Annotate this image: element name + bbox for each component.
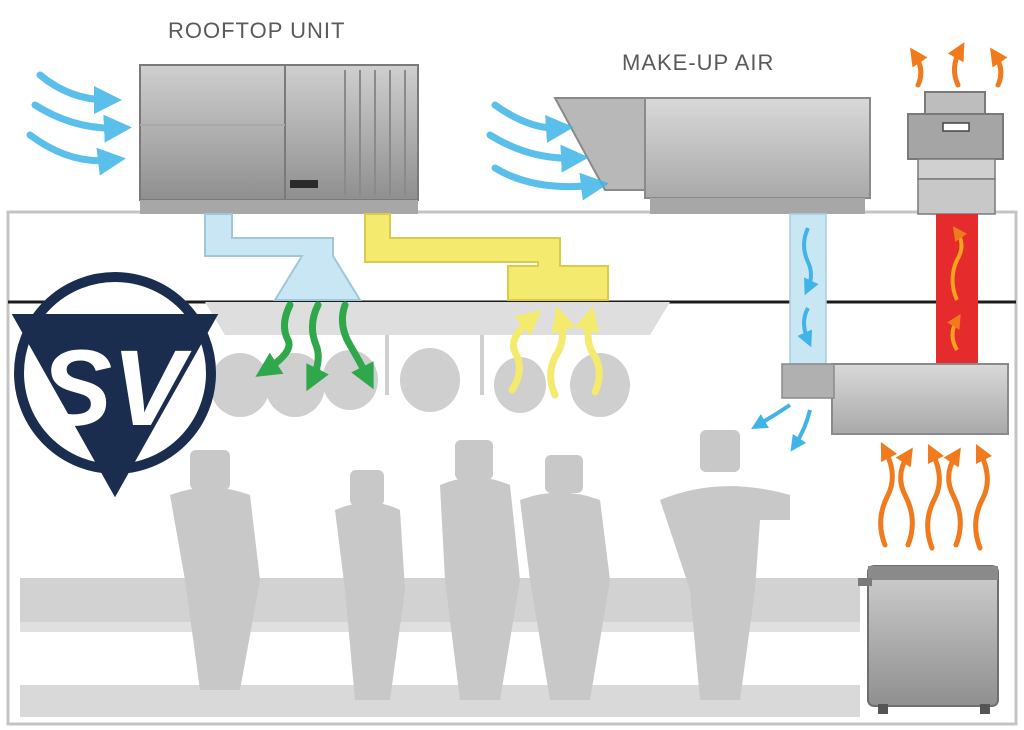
make-up-air-flow-arrows xyxy=(751,227,819,452)
exhaust-duct xyxy=(936,214,978,364)
logo-text: SV xyxy=(40,327,192,448)
heat-rising-arrows xyxy=(878,442,993,551)
fresh-air-arrows-mua xyxy=(486,101,609,201)
conditioned-air-arrows xyxy=(255,301,374,392)
rooftop-unit xyxy=(139,64,419,214)
cooking-appliance xyxy=(858,565,999,714)
chef-silhouettes xyxy=(170,430,790,700)
fresh-air-arrows-left xyxy=(26,71,132,176)
exhaust-out-arrows xyxy=(910,42,1008,88)
exhaust-flow-arrows xyxy=(947,226,968,352)
kitchen-counter xyxy=(20,578,860,717)
make-up-air-plenum xyxy=(781,363,835,399)
supply-duct xyxy=(204,213,362,301)
return-duct xyxy=(364,213,609,301)
exhaust-hood xyxy=(831,363,1009,435)
exhaust-fan xyxy=(907,91,1004,215)
rooftop-unit-label: ROOFTOP UNIT xyxy=(168,18,346,43)
make-up-air-unit xyxy=(553,97,871,214)
return-air-arrows xyxy=(508,305,603,399)
make-up-air-duct xyxy=(789,213,827,365)
make-up-air-label: MAKE-UP AIR xyxy=(622,50,775,75)
sv-logo: SV xyxy=(11,272,219,498)
